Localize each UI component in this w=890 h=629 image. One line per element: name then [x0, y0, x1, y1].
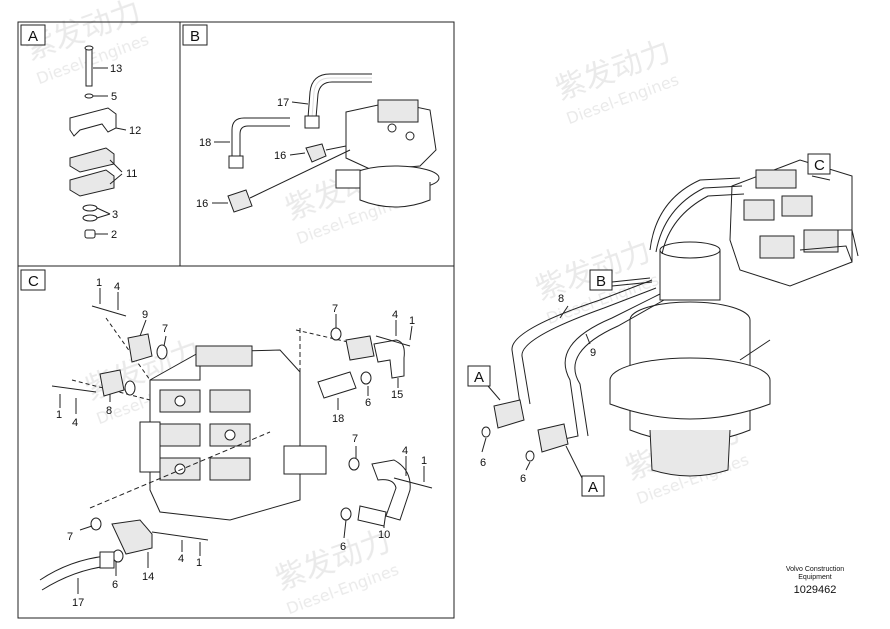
callout-c-4c: 4 [392, 309, 398, 321]
callout-18: 18 [199, 137, 211, 149]
overview-ref-b: B [596, 273, 606, 290]
callout-c-1e: 1 [196, 557, 202, 569]
o-ring-7d [348, 457, 360, 471]
footer-drawing-number: 1029462 [793, 584, 837, 596]
flange-8 [99, 369, 125, 397]
clamp-12 [69, 107, 117, 137]
callout-5: 5 [111, 91, 117, 103]
flange-15 [345, 335, 375, 361]
callout-c-10: 10 [378, 529, 390, 541]
footer-line-2: Equipment [798, 574, 832, 581]
elbow-15 [373, 339, 405, 379]
o-ring-7c [330, 327, 342, 341]
callout-12: 12 [129, 125, 141, 137]
callout-c-4d: 4 [402, 445, 408, 457]
callout-17: 17 [277, 97, 289, 109]
overview-pinion [649, 429, 731, 477]
callout-16-bottom: 16 [196, 198, 208, 210]
overview-ref-a2: A [588, 479, 598, 496]
callout-c-9: 9 [142, 309, 148, 321]
callout-16-top: 16 [274, 150, 286, 162]
overview-ref-b-tab [589, 269, 613, 291]
callout-c-7a: 7 [162, 323, 168, 335]
callout-c-7b: 7 [332, 303, 338, 315]
callout-c-6c: 6 [340, 541, 346, 553]
hose-end-18 [317, 371, 357, 399]
panel-b-drawing [212, 73, 440, 213]
panel-b-letter: B [190, 28, 200, 45]
callout-c-7c: 7 [352, 433, 358, 445]
hose-18-fitting [228, 155, 244, 169]
panel-c-letter: C [28, 273, 39, 290]
callout-3: 3 [112, 209, 118, 221]
callout-2: 2 [111, 229, 117, 241]
overview-ref-a2-tab [581, 475, 605, 497]
overview-callout-9: 9 [590, 347, 596, 359]
overview-fitting-a1 [493, 399, 525, 429]
clamp-half-11-top [69, 147, 115, 173]
overview-ref-c: C [814, 157, 825, 174]
washer-5 [84, 93, 94, 99]
callout-11: 11 [126, 168, 137, 180]
callout-c-6b: 6 [112, 579, 118, 591]
washer-3b [82, 214, 98, 222]
callout-c-4e: 4 [178, 553, 184, 565]
footer-line-1: Volvo Construction [785, 566, 845, 573]
o-ring-6b [340, 507, 352, 521]
bolt-13 [85, 47, 93, 87]
callout-c-1c: 1 [409, 315, 415, 327]
callout-c-4a: 4 [114, 281, 120, 293]
hose-17-end [99, 551, 115, 569]
overview-callout-6a: 6 [480, 457, 486, 469]
flange-14 [111, 519, 153, 555]
overview-ref-a1: A [474, 369, 484, 386]
o-ring-7b [124, 380, 136, 396]
overview-callout-6b: 6 [520, 473, 526, 485]
footer-brand: Volvo Construction Equipment [770, 566, 860, 582]
callout-c-15: 15 [391, 389, 403, 401]
callout-c-17: 17 [72, 597, 84, 609]
hose-10 [371, 459, 411, 521]
adapter-16-top [305, 143, 327, 163]
panel-a-letter: A [28, 28, 38, 45]
panel-a-drawing [69, 45, 127, 239]
callout-c-1b: 1 [56, 409, 62, 421]
overview-callout-8: 8 [558, 293, 564, 305]
o-ring-7e [90, 517, 102, 531]
nut-2 [84, 229, 96, 239]
panel-c-tab [20, 269, 46, 291]
callout-c-1a: 1 [96, 277, 102, 289]
callout-c-4b: 4 [72, 417, 78, 429]
callout-c-14: 14 [142, 571, 154, 583]
callout-c-7d: 7 [67, 531, 73, 543]
overview-ref-c-tab [807, 153, 831, 175]
hose-17-fitting [304, 115, 320, 129]
callout-c-6a: 6 [365, 397, 371, 409]
overview-fitting-a2 [537, 423, 569, 453]
flange-9 [127, 333, 153, 363]
overview-ref-a1-tab [467, 365, 491, 387]
clamp-half-11-bottom [69, 169, 115, 197]
o-ring-6a [360, 371, 372, 385]
overview-drawing [481, 159, 859, 479]
panel-a-tab [20, 24, 46, 46]
adapter-16-bottom [227, 189, 253, 213]
washer-3a [82, 204, 98, 212]
callout-c-8: 8 [106, 405, 112, 417]
callout-c-1d: 1 [421, 455, 427, 467]
panel-c-drawing [39, 288, 433, 594]
panel-b-tab [182, 24, 208, 46]
callout-c-18: 18 [332, 413, 344, 425]
callout-13: 13 [110, 63, 122, 75]
o-ring-7a [156, 344, 168, 360]
panel-c-frame [17, 265, 455, 619]
